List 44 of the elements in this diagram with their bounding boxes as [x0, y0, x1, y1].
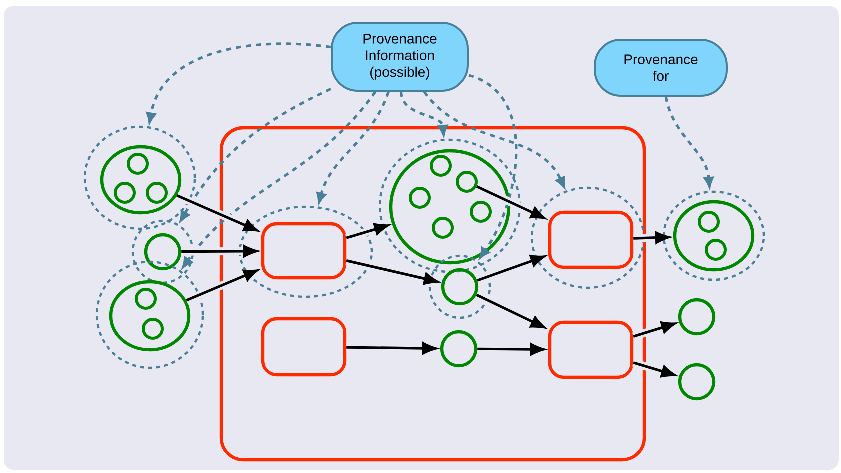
- entity-circle: [100, 145, 182, 215]
- dashed-arrow: [146, 42, 332, 124]
- dashed-arrow: [468, 74, 518, 258]
- entity-circle: [142, 318, 164, 340]
- entity-circle: [146, 182, 168, 204]
- scope-ellipse: [238, 206, 374, 298]
- entity-circle: [144, 233, 182, 271]
- scope-ellipse: [428, 254, 492, 320]
- entity-circle: [705, 239, 727, 261]
- callout-box: Provenance for: [594, 39, 728, 97]
- entity-circle: [127, 153, 149, 175]
- entity-circle: [409, 187, 431, 209]
- process-box: [548, 320, 634, 380]
- callout-box: Provenance Information (possible): [331, 22, 469, 92]
- container-box: [220, 126, 646, 462]
- dashed-arrow: [400, 92, 448, 136]
- entity-circle: [441, 268, 479, 306]
- dashed-arrow: [180, 88, 332, 222]
- entity-circle: [440, 330, 478, 368]
- entity-circle: [470, 201, 492, 223]
- arrow: [475, 291, 546, 329]
- arrow: [475, 183, 546, 220]
- process-box: [261, 222, 347, 280]
- entity-circle: [430, 155, 452, 177]
- entity-circle: [432, 217, 454, 239]
- scope-ellipse: [96, 260, 204, 370]
- entity-circle: [114, 182, 136, 204]
- entity-circle: [456, 171, 478, 193]
- entity-circle: [389, 149, 511, 265]
- entity-circle: [673, 200, 755, 272]
- dashed-arrow: [664, 96, 714, 188]
- entity-circle: [135, 288, 157, 310]
- entity-circle: [678, 363, 716, 401]
- process-box: [548, 210, 634, 270]
- scope-ellipse: [84, 126, 196, 230]
- process-box: [261, 317, 347, 377]
- scope-ellipse: [378, 138, 522, 274]
- scope-ellipse: [662, 190, 766, 282]
- entity-circle: [678, 298, 716, 336]
- scope-ellipse: [530, 186, 646, 290]
- entity-circle: [698, 211, 720, 233]
- entity-circle: [109, 280, 191, 352]
- scope-ellipse: [132, 220, 194, 284]
- dashed-arrow: [424, 91, 566, 188]
